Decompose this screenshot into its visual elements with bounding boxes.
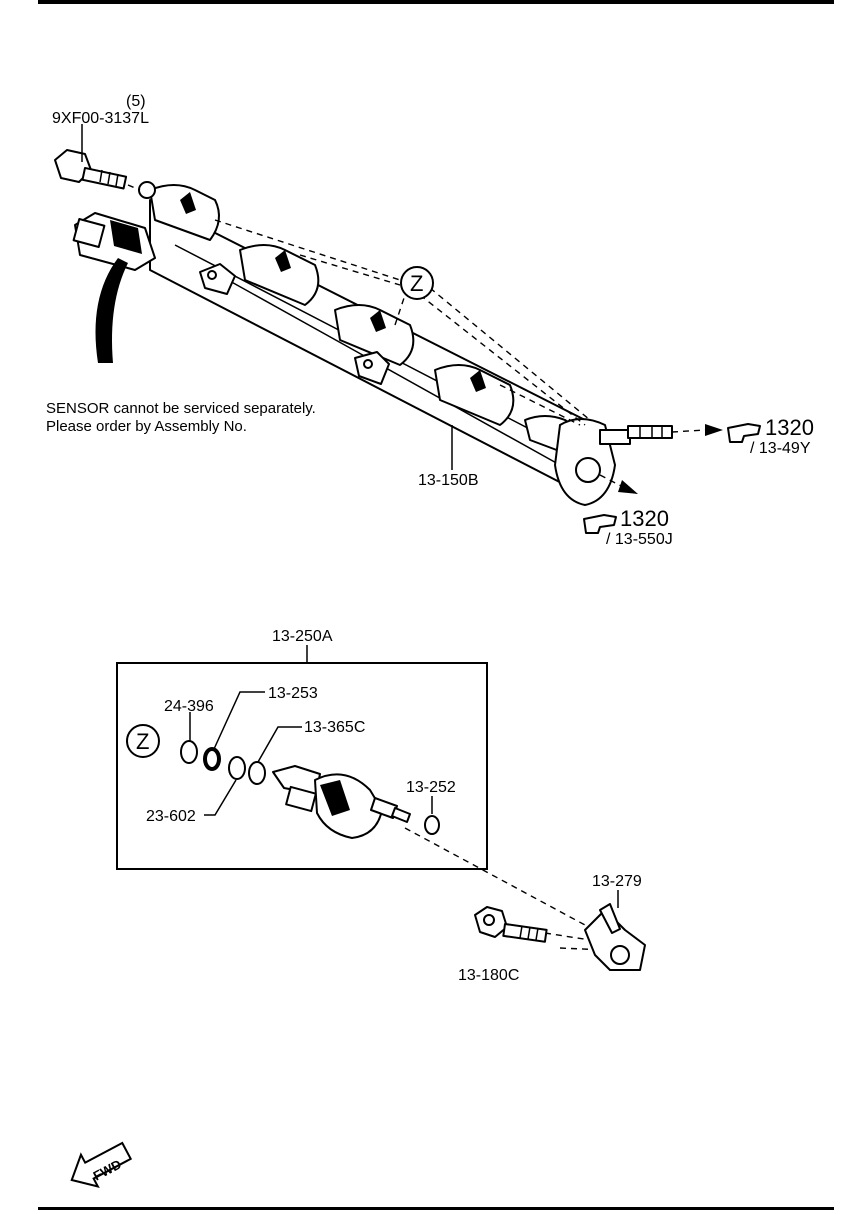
- outlet-arrow-line: [671, 429, 706, 433]
- sensor-note-line-1: SENSOR cannot be serviced separately.: [46, 400, 316, 417]
- ref-b-sub: / 13-550J: [606, 531, 673, 548]
- top-border: [38, 0, 834, 4]
- injector-clip-dash: [404, 827, 586, 926]
- bottom-border: [38, 1207, 834, 1210]
- oring-24-396: [180, 740, 198, 764]
- oring-d-label: 23-602: [146, 808, 196, 825]
- fwd-arrow-icon: [70, 1141, 133, 1189]
- bolt-qty-label: (5): [126, 93, 146, 110]
- fuel-rail-assembly: [72, 181, 673, 506]
- ref-a-number: 1320: [765, 415, 814, 440]
- injector-assy-label: 13-250A: [272, 628, 333, 645]
- injector-assembly-box: [116, 662, 488, 870]
- bolt-clip-dash: [544, 932, 591, 941]
- oring-13-253: [203, 747, 221, 771]
- rail-part-label: 13-150B: [418, 472, 479, 489]
- bolt-small-label: 13-180C: [458, 967, 519, 984]
- bolt-part-label: 9XF00-3137L: [52, 110, 149, 127]
- oring-d-leader: [204, 779, 237, 816]
- bolt-13-180c: [474, 906, 548, 943]
- bolt-dash-line: [127, 184, 141, 191]
- cap-13-252: [424, 815, 440, 835]
- oring-23-602: [228, 756, 246, 780]
- z-circle-bottom: [126, 724, 160, 758]
- z-circle-top: [400, 266, 434, 300]
- bolt-9xf00: [54, 149, 128, 190]
- clip-13-279: [584, 903, 646, 971]
- z-dash-lines: [214, 219, 591, 426]
- sensor-note-line-2: Please order by Assembly No.: [46, 418, 247, 435]
- ref-b-number: 1320: [620, 506, 669, 531]
- cap-label: 13-252: [406, 779, 456, 796]
- fuel-injector: [272, 765, 411, 839]
- outlet-arrow-head: [705, 424, 723, 436]
- oring-b-label: 13-253: [268, 685, 318, 702]
- oring-c-leader: [257, 726, 302, 763]
- z-marker-bottom: Z: [136, 729, 149, 754]
- flange-arrow-head: [618, 480, 638, 494]
- z-marker-top: Z: [410, 271, 423, 296]
- oring-a-label: 24-396: [164, 698, 214, 715]
- hand-pointer-icon: [727, 423, 761, 443]
- oring-13-365c: [248, 761, 266, 785]
- oring-c-label: 13-365C: [304, 719, 365, 736]
- hand-pointer-icon: [583, 514, 617, 534]
- clip-label: 13-279: [592, 873, 642, 890]
- oring-b-leader: [213, 691, 265, 750]
- ref-a-sub: / 13-49Y: [750, 440, 811, 457]
